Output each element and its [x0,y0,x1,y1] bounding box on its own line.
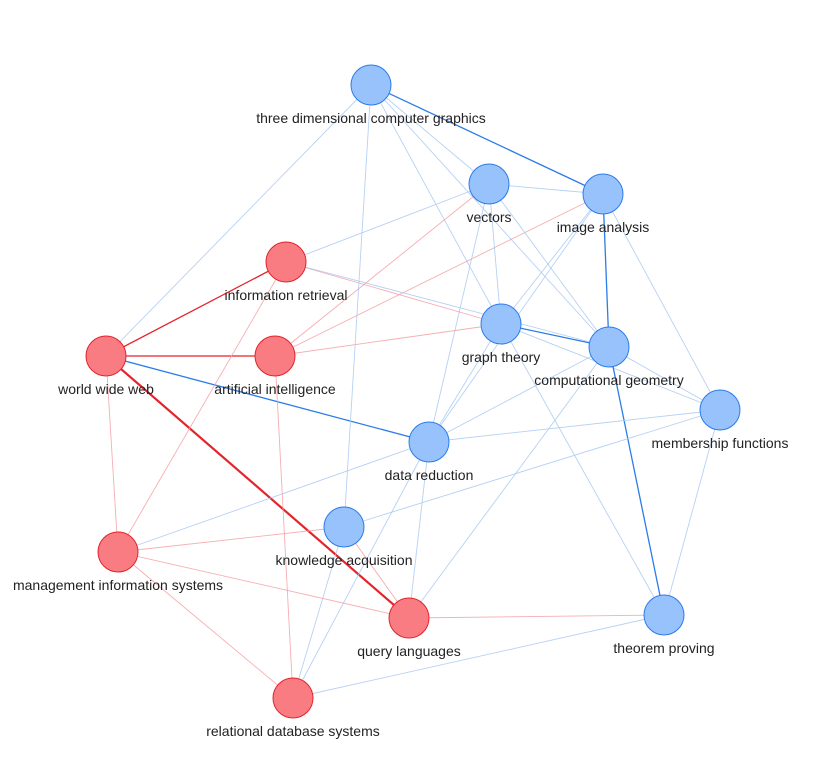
node-label-n11: knowledge acquisition [276,552,413,568]
node-n9[interactable] [699,389,741,431]
edge-n15-n14 [292,614,665,699]
edge-n3-n8 [602,193,610,348]
node-label-n12: management information systems [13,577,223,593]
labels-layer: three dimensional computer graphics vecto… [13,110,789,739]
node-label-n8: computational geometry [534,372,683,388]
node-n13[interactable] [388,597,430,639]
node-n11[interactable] [323,506,365,548]
node-n7[interactable] [480,303,522,345]
edge-n5-n10 [105,355,430,443]
edge-n2-n4 [285,183,490,263]
edge-n2-n10 [428,183,490,443]
edge-n5-n1 [105,84,372,357]
edge-n11-n1 [343,84,372,528]
edge-n2-n7 [488,183,502,325]
edge-n7-n14 [500,323,665,616]
node-label-n13: query languages [357,643,461,659]
nodes-layer [85,64,741,719]
node-n15[interactable] [272,677,314,719]
node-label-n10: data reduction [385,467,474,483]
node-label-n7: graph theory [462,349,541,365]
edge-n8-n9 [608,346,721,411]
node-n3[interactable] [582,173,624,215]
edge-n5-n12 [105,355,119,553]
node-label-n6: artificial intelligence [214,381,336,397]
edge-n12-n15 [117,551,294,699]
edge-n13-n14 [408,614,665,619]
edge-n10-n15 [292,441,430,699]
edge-n7-n4 [285,261,502,325]
edge-n1-n8 [370,84,610,348]
edge-n3-n6 [274,193,604,357]
node-label-n4: information retrieval [225,287,348,303]
node-label-n14: theorem proving [613,640,714,656]
edge-n8-n4 [285,261,610,348]
edge-n9-n14 [663,409,721,616]
edge-n1-n3 [370,84,604,195]
edge-n9-n10 [428,409,721,443]
edge-n5-n4 [105,261,287,357]
edge-n8-n13 [408,346,610,619]
node-label-n2: vectors [466,209,511,225]
edge-n7-n10 [428,323,502,443]
node-n5[interactable] [85,335,127,377]
edge-n12-n4 [117,261,287,553]
edge-n8-n10 [428,346,610,443]
edge-n12-n13 [117,551,410,619]
edge-n10-n12 [117,441,430,553]
node-n4[interactable] [265,241,307,283]
node-n2[interactable] [468,163,510,205]
node-label-n5: world wide web [57,381,154,397]
node-n10[interactable] [408,421,450,463]
node-n12[interactable] [97,531,139,573]
node-n14[interactable] [643,594,685,636]
edge-n1-n2 [370,84,490,185]
edge-n11-n12 [117,526,345,553]
edge-n11-n15 [292,526,345,699]
node-label-n3: image analysis [557,219,650,235]
edge-n9-n11 [343,409,721,528]
node-label-n1: three dimensional computer graphics [256,110,486,126]
node-n1[interactable] [350,64,392,106]
edges-layer [105,84,721,699]
node-n6[interactable] [254,335,296,377]
edge-n3-n7 [500,193,604,325]
edge-n8-n14 [608,346,665,616]
edge-n7-n6 [274,323,502,357]
edge-n15-n6 [274,355,294,699]
edge-n10-n13 [408,441,430,619]
edge-n3-n9 [602,193,721,411]
node-label-n9: membership functions [652,435,789,451]
edge-n2-n8 [488,183,610,348]
edge-n2-n6 [274,183,490,357]
node-label-n15: relational database systems [206,723,380,739]
node-n8[interactable] [588,326,630,368]
